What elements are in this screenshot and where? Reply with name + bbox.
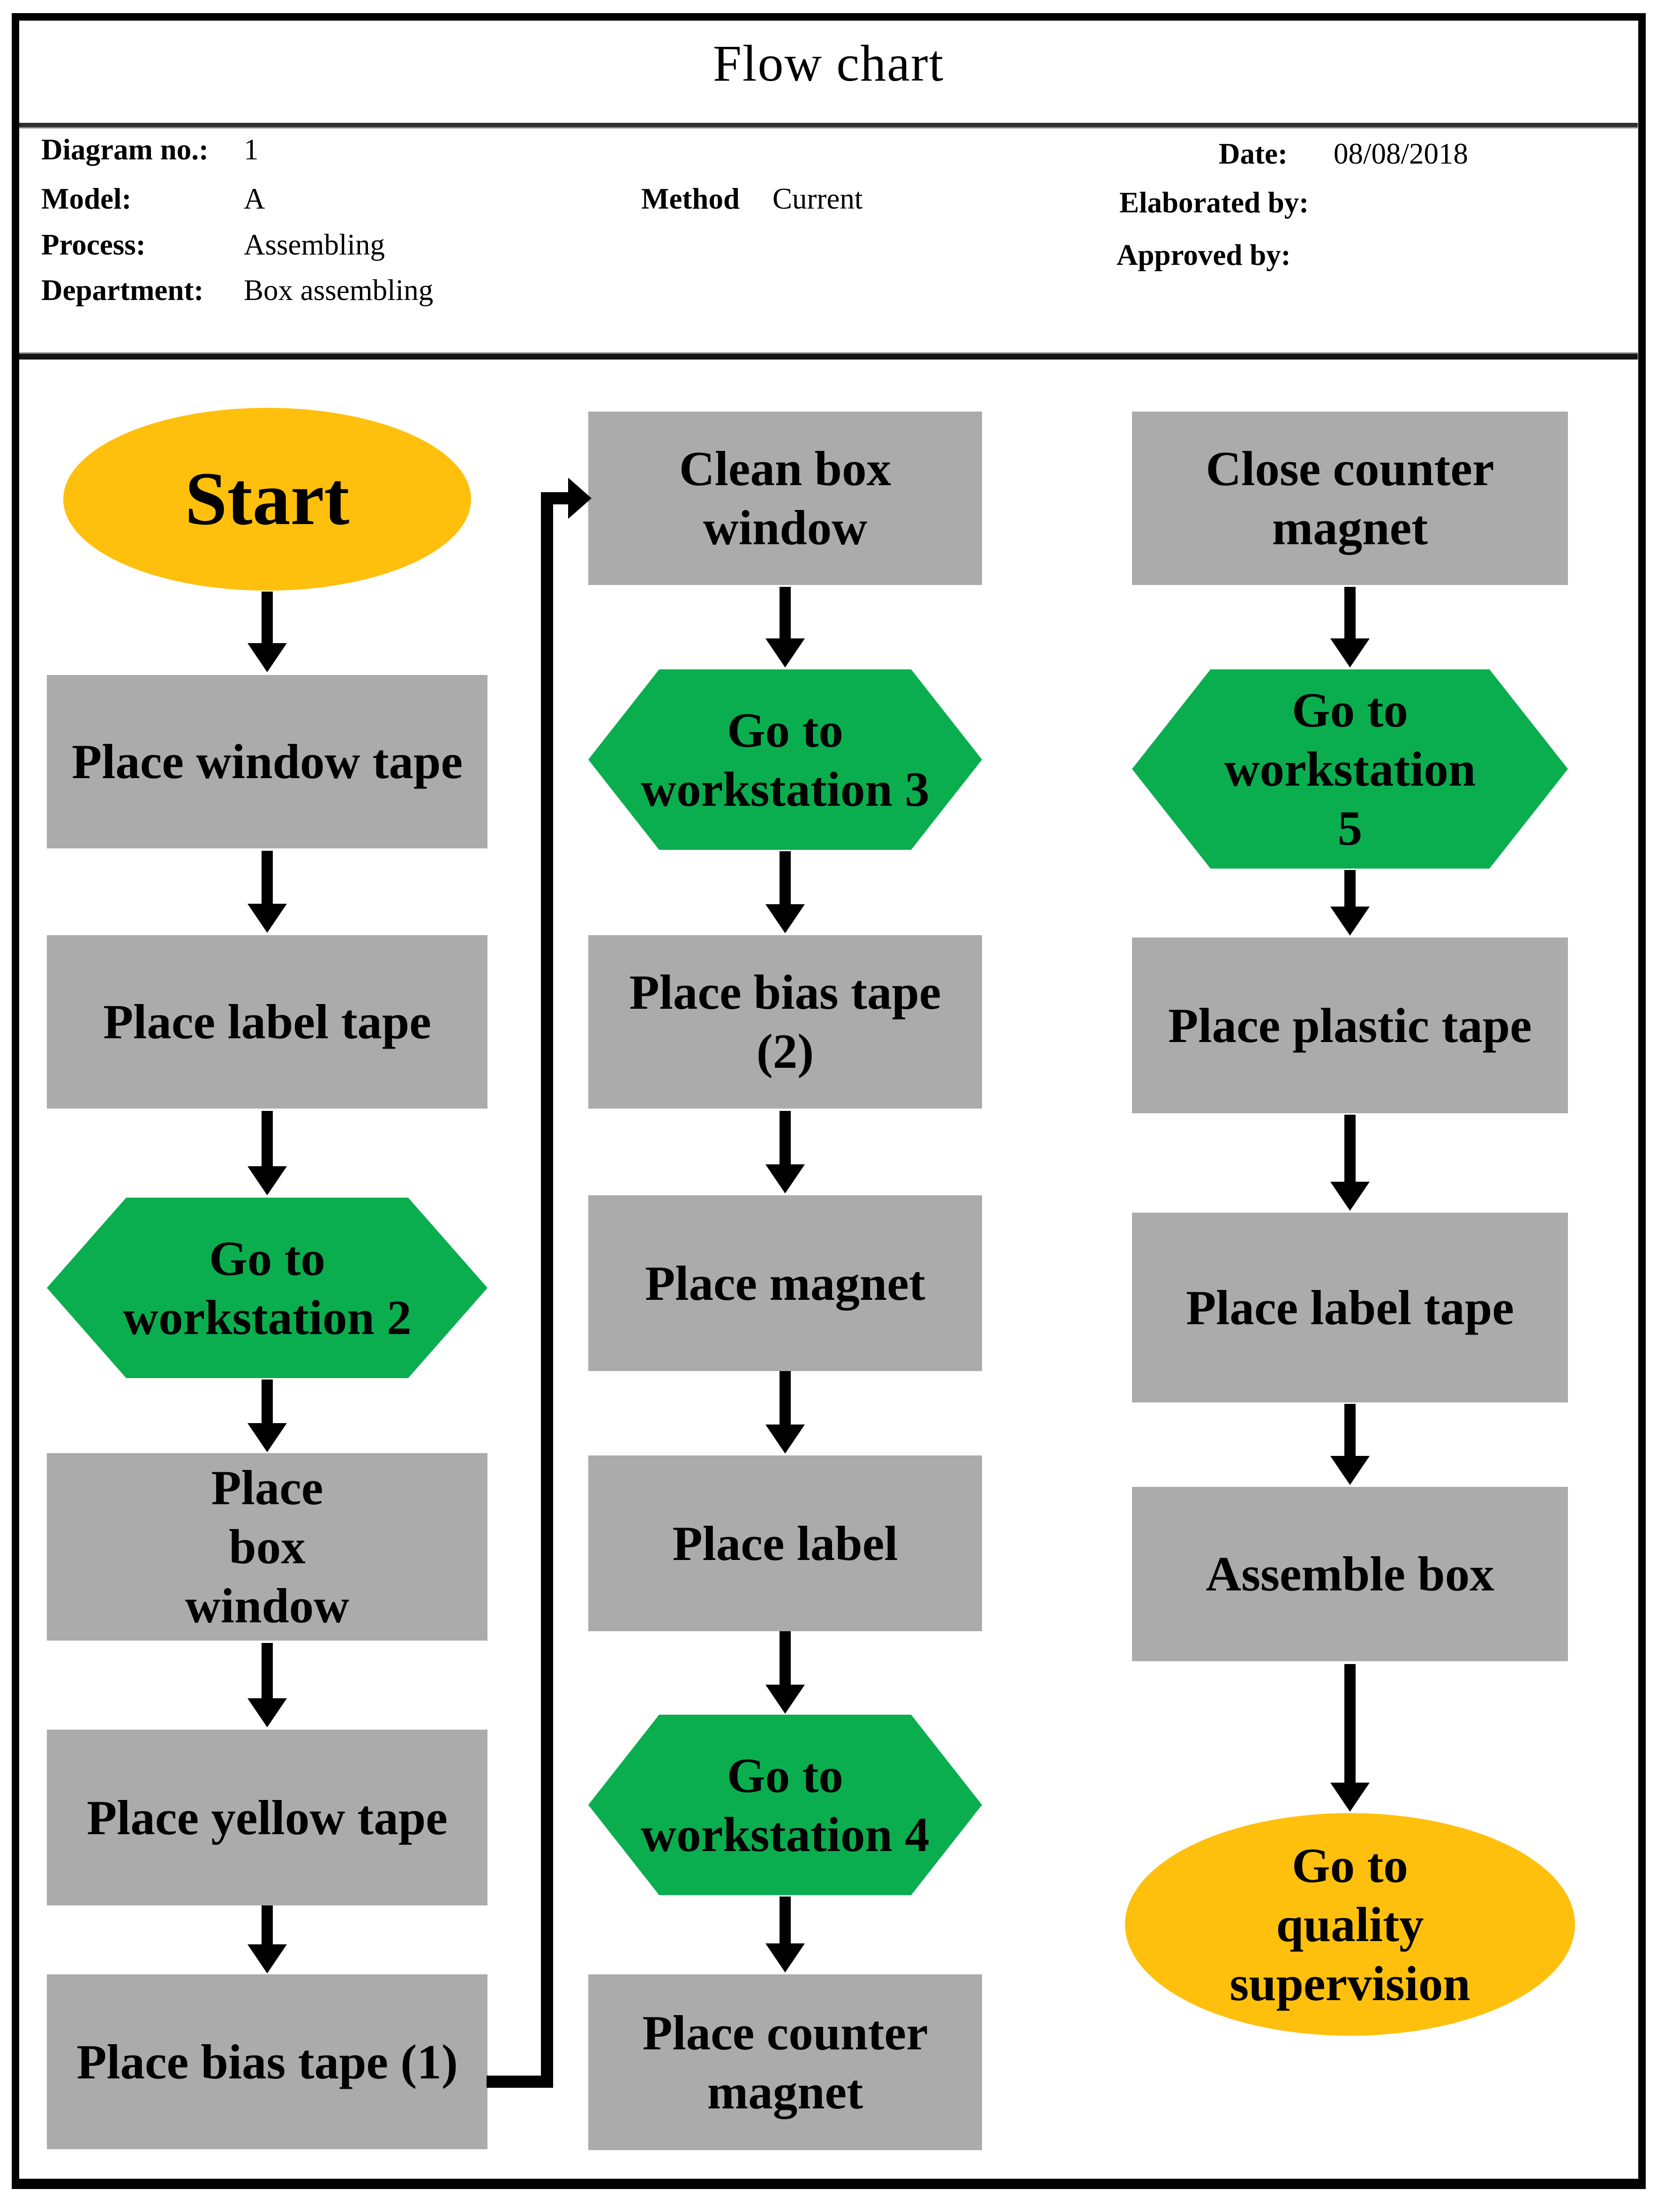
model-label: Model: [41, 182, 132, 215]
method-value: Current [772, 182, 863, 215]
arrow-to-place-label [765, 1371, 805, 1454]
arrow-to-place-bias-tape-2 [765, 851, 805, 933]
node-place-label-tape: Place label tape [47, 935, 487, 1109]
model-value: A [244, 182, 265, 215]
title-separator [19, 123, 1638, 128]
arrow-to-place-label-tape-2 [1330, 1115, 1370, 1211]
arrow-to-place-counter-magnet [765, 1897, 805, 1972]
node-start: Start [63, 408, 471, 591]
loop-connector-top-segment [541, 492, 570, 504]
node-goto-workstation-4: Go to workstation 4 [588, 1715, 982, 1895]
arrow-to-goto-workstation-4 [765, 1631, 805, 1714]
node-place-counter-magnet: Place counter magnet [588, 1974, 982, 2150]
node-place-magnet: Place magnet [588, 1195, 982, 1371]
department-value: Box assembling [244, 274, 434, 307]
arrow-to-place-yellow-tape [247, 1643, 287, 1727]
node-goto-workstation-3: Go to workstation 3 [588, 669, 982, 850]
arrow-to-place-label-tape [247, 851, 287, 933]
loop-connector-arrowhead [568, 478, 592, 519]
department-label: Department: [41, 274, 204, 307]
arrow-to-goto-quality-supervision [1330, 1664, 1370, 1812]
date-label: Date: [1219, 137, 1288, 170]
outer-frame [12, 13, 1646, 2189]
node-clean-box-window: Clean box window [588, 412, 982, 585]
arrow-to-place-box-window [247, 1380, 287, 1452]
process-value: Assembling [244, 228, 385, 261]
node-place-bias-tape-2: Place bias tape (2) [588, 935, 982, 1109]
diagram-no-label: Diagram no.: [41, 133, 209, 166]
node-place-box-window: Place box window [47, 1453, 487, 1641]
process-label: Process: [41, 228, 146, 261]
node-goto-workstation-5: Go to workstation 5 [1132, 669, 1568, 869]
elaborated-by-label: Elaborated by: [1119, 186, 1309, 219]
arrow-to-goto-workstation-3 [765, 587, 805, 667]
date-value: 08/08/2018 [1334, 137, 1469, 170]
header-separator [19, 352, 1638, 360]
arrow-to-assemble-box [1330, 1404, 1370, 1485]
node-assemble-box: Assemble box [1132, 1487, 1568, 1661]
arrow-to-place-plastic-tape [1330, 870, 1370, 936]
arrow-to-goto-workstation-5 [1330, 587, 1370, 667]
arrow-to-goto-workstation-2 [247, 1111, 287, 1195]
arrow-to-place-magnet [765, 1111, 805, 1193]
node-close-counter-magnet: Close counter magnet [1132, 412, 1568, 585]
method-label: Method [641, 182, 740, 215]
node-place-label: Place label [588, 1455, 982, 1631]
node-place-plastic-tape: Place plastic tape [1132, 937, 1568, 1113]
loop-connector-vertical-segment [541, 492, 553, 2088]
node-place-window-tape: Place window tape [47, 675, 487, 848]
page-title: Flow chart [712, 35, 945, 92]
node-place-label-tape-2: Place label tape [1132, 1213, 1568, 1402]
arrow-start-to-place-window-tape [247, 592, 287, 672]
node-place-bias-tape-1: Place bias tape (1) [47, 1974, 487, 2149]
approved-by-label: Approved by: [1117, 239, 1291, 271]
diagram-no-value: 1 [244, 133, 259, 166]
node-place-yellow-tape: Place yellow tape [47, 1730, 487, 1905]
node-goto-workstation-2: Go to workstation 2 [47, 1198, 487, 1378]
arrow-to-place-bias-tape-1 [247, 1905, 287, 1973]
node-goto-quality-supervision: Go to quality supervision [1125, 1813, 1575, 2036]
